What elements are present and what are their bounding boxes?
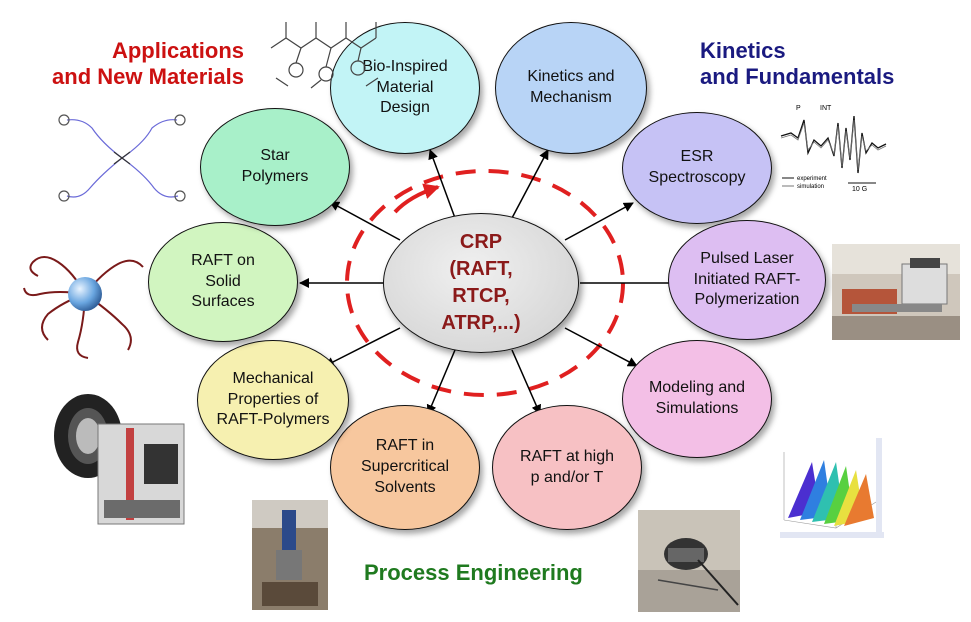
arrow-to-mechanical [324, 327, 401, 367]
arrow-to-esr [564, 202, 634, 241]
dashed-ring-arrow [393, 183, 440, 214]
arrow-to-modeling [564, 327, 638, 367]
arrow-to-kinetics [511, 149, 549, 219]
node-raft-high-p-label: RAFT at high p and/or T [520, 447, 614, 486]
heading-process-engineering: Process Engineering [364, 560, 583, 585]
star-polymer-image [58, 114, 186, 202]
esr-label-int: INT [820, 105, 832, 112]
tire-testing-photo [54, 394, 185, 525]
node-star: Star Polymers [200, 108, 350, 226]
node-mechanical-label: Mechanical Properties of RAFT-Polymers [216, 369, 330, 429]
arrow-to-raft-high-p [511, 349, 541, 415]
node-pulsed-laser: Pulsed Laser Initiated RAFT- Polymerizat… [668, 220, 826, 340]
node-raft-high-p: RAFT at high p and/or T [492, 405, 642, 530]
center-crp-label: CRP (RAFT, RTCP, ATRP,...) [441, 231, 521, 334]
node-pulsed-laser-label: Pulsed Laser Initiated RAFT- Polymerizat… [693, 249, 801, 309]
node-supercritical: RAFT in Supercritical Solvents [330, 405, 480, 530]
center-crp-node: CRP (RAFT, RTCP, ATRP,...) [383, 213, 579, 353]
nanoparticle-image [23, 256, 144, 359]
node-star-label: Star Polymers [241, 147, 309, 185]
esr-scale-label: 10 G [852, 186, 867, 193]
node-supercritical-label: RAFT in Supercritical Solvents [360, 437, 450, 496]
node-esr-label: ESR Spectroscopy [648, 148, 746, 186]
molecule-structure-image [270, 22, 379, 89]
laser-setup-photo [832, 244, 960, 340]
esr-label-p: P [796, 105, 801, 112]
node-bio-inspired-label: Bio-Inspired Material Design [362, 57, 448, 117]
esr-legend-experiment: experiment [797, 176, 827, 182]
esr-legend-simulation: simulation [797, 184, 824, 190]
supercritical-setup-photo [252, 500, 328, 610]
node-modeling: Modeling and Simulations [622, 340, 772, 458]
arrow-to-supercritical [426, 349, 456, 415]
node-esr: ESR Spectroscopy [622, 112, 772, 224]
node-mechanical: Mechanical Properties of RAFT-Polymers [197, 340, 349, 460]
high-pressure-photo [638, 510, 740, 612]
node-solid-surfaces: RAFT on Solid Surfaces [148, 222, 298, 342]
node-modeling-label: Modeling and Simulations [648, 379, 746, 417]
arrow-to-bio-inspired [428, 149, 456, 219]
arrow-to-star [329, 201, 401, 241]
heading-applications: Applications and New Materials [52, 38, 244, 90]
heading-kinetics: Kinetics and Fundamentals [700, 38, 895, 90]
node-kinetics-mechanism-label: Kinetics and Mechanism [527, 68, 615, 106]
node-solid-surfaces-label: RAFT on Solid Surfaces [191, 251, 255, 311]
node-kinetics-mechanism: Kinetics and Mechanism [495, 22, 647, 154]
esr-spectrum-image: P INT experiment simulation 10 G [780, 105, 887, 193]
simulation-3d-plot [776, 432, 884, 538]
